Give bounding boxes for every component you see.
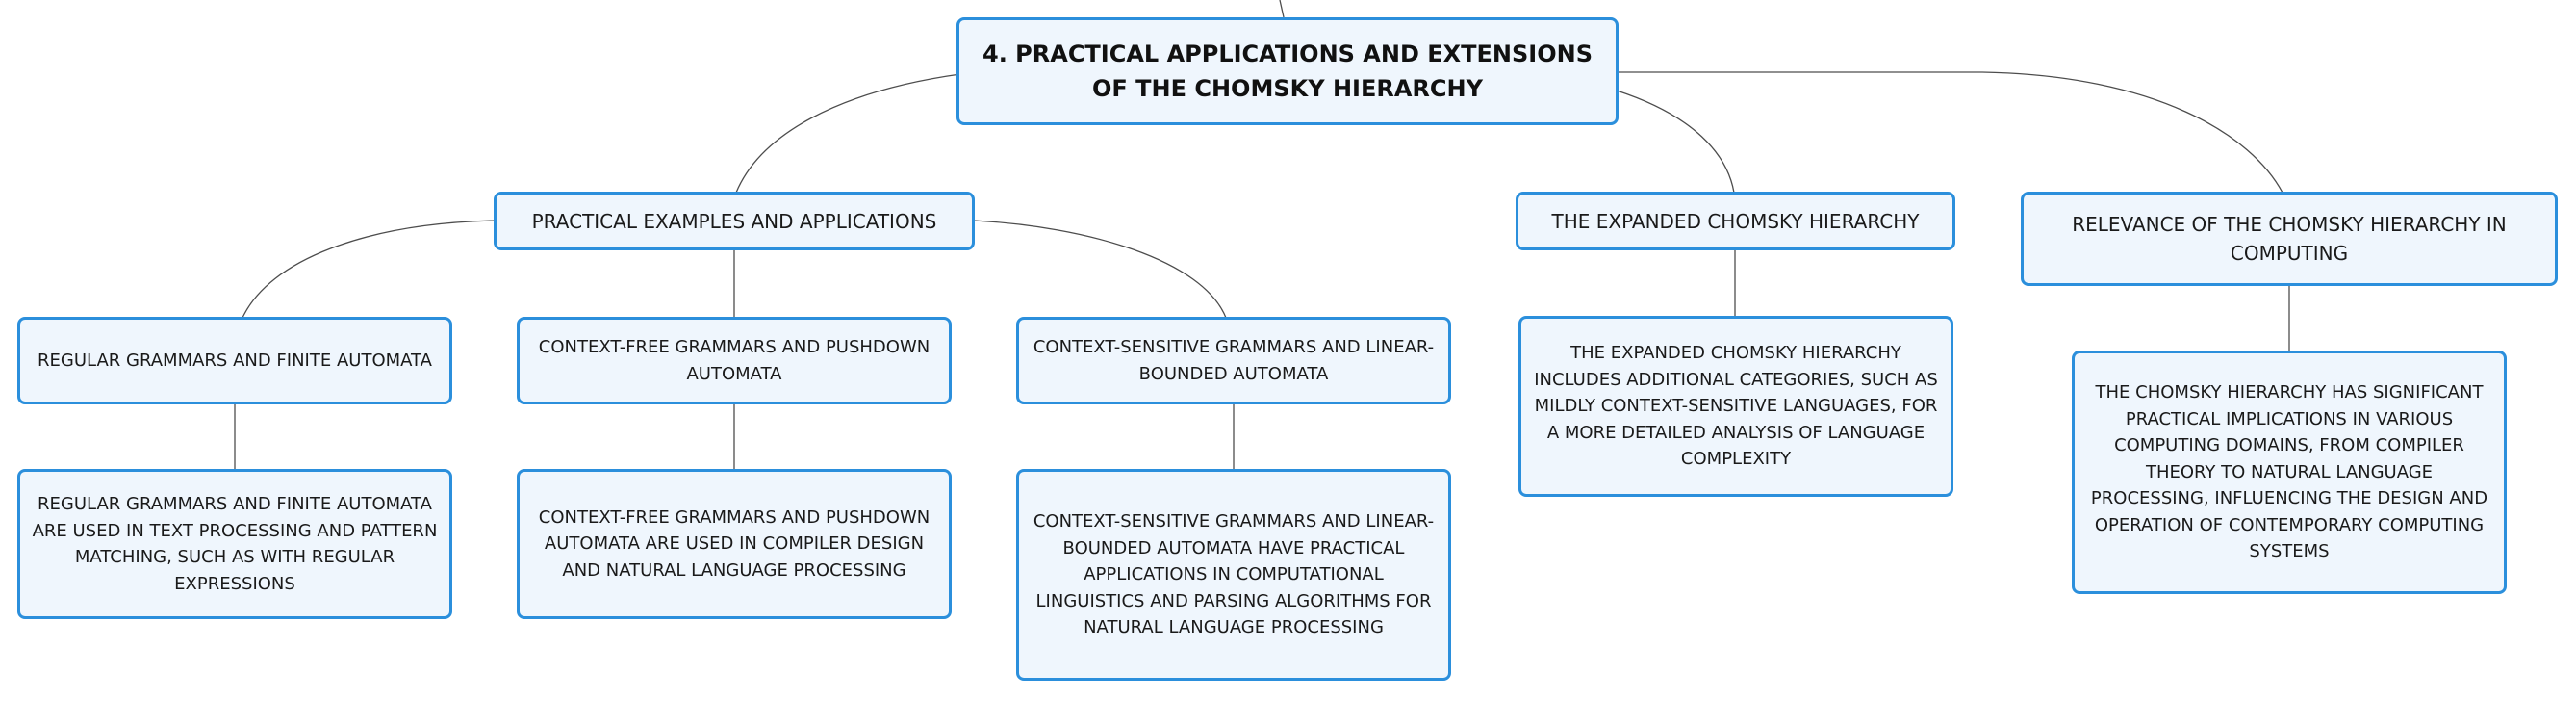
context-free-grammars-detail-text: CONTEXT-FREE GRAMMARS AND PUSHDOWN AUTOM… xyxy=(538,506,931,581)
relevance-node[interactable]: RELEVANCE OF THE CHOMSKY HIERARCHY IN CO… xyxy=(2021,192,2558,286)
connector-root-to-practical xyxy=(735,73,961,194)
regular-grammars-label: REGULAR GRAMMARS AND FINITE AUTOMATA xyxy=(38,350,432,371)
expanded-hierarchy-node[interactable]: THE EXPANDED CHOMSKY HIERARCHY xyxy=(1516,192,1955,250)
root-topic-label: 4. PRACTICAL APPLICATIONS AND EXTENSIONS… xyxy=(982,40,1593,102)
context-free-grammars-detail-node[interactable]: CONTEXT-FREE GRAMMARS AND PUSHDOWN AUTOM… xyxy=(517,469,952,619)
expanded-hierarchy-label: THE EXPANDED CHOMSKY HIERARCHY xyxy=(1551,209,1920,233)
context-sensitive-grammars-detail-text: CONTEXT-SENSITIVE GRAMMARS AND LINEAR-BO… xyxy=(1033,511,1435,638)
practical-examples-node[interactable]: PRACTICAL EXAMPLES AND APPLICATIONS xyxy=(494,192,975,250)
practical-examples-label: PRACTICAL EXAMPLES AND APPLICATIONS xyxy=(531,209,937,233)
connector-parent-to-root xyxy=(1279,0,1285,18)
regular-grammars-node[interactable]: REGULAR GRAMMARS AND FINITE AUTOMATA xyxy=(17,317,452,404)
connector-practical-to-context-sensitive xyxy=(972,220,1227,319)
context-sensitive-grammars-label: CONTEXT-SENSITIVE GRAMMARS AND LINEAR-BO… xyxy=(1033,337,1435,384)
connector-practical-to-regular xyxy=(242,220,497,319)
expanded-hierarchy-detail-node[interactable]: THE EXPANDED CHOMSKY HIERARCHY INCLUDES … xyxy=(1518,316,1953,497)
context-free-grammars-node[interactable]: CONTEXT-FREE GRAMMARS AND PUSHDOWN AUTOM… xyxy=(517,317,952,404)
relevance-detail-node[interactable]: THE CHOMSKY HIERARCHY HAS SIGNIFICANT PR… xyxy=(2072,350,2507,594)
root-topic-node[interactable]: 4. PRACTICAL APPLICATIONS AND EXTENSIONS… xyxy=(956,17,1619,125)
context-free-grammars-label: CONTEXT-FREE GRAMMARS AND PUSHDOWN AUTOM… xyxy=(538,337,931,384)
connector-root-to-relevance xyxy=(1617,71,2283,194)
regular-grammars-detail-node[interactable]: REGULAR GRAMMARS AND FINITE AUTOMATA ARE… xyxy=(17,469,452,619)
context-sensitive-grammars-node[interactable]: CONTEXT-SENSITIVE GRAMMARS AND LINEAR-BO… xyxy=(1016,317,1451,404)
connector-root-to-expanded xyxy=(1616,90,1735,194)
context-sensitive-grammars-detail-node[interactable]: CONTEXT-SENSITIVE GRAMMARS AND LINEAR-BO… xyxy=(1016,469,1451,681)
relevance-detail-text: THE CHOMSKY HIERARCHY HAS SIGNIFICANT PR… xyxy=(2090,382,2488,562)
expanded-hierarchy-detail-text: THE EXPANDED CHOMSKY HIERARCHY INCLUDES … xyxy=(1534,343,1938,470)
regular-grammars-detail-text: REGULAR GRAMMARS AND FINITE AUTOMATA ARE… xyxy=(32,494,438,594)
relevance-label: RELEVANCE OF THE CHOMSKY HIERARCHY IN CO… xyxy=(2072,213,2507,265)
